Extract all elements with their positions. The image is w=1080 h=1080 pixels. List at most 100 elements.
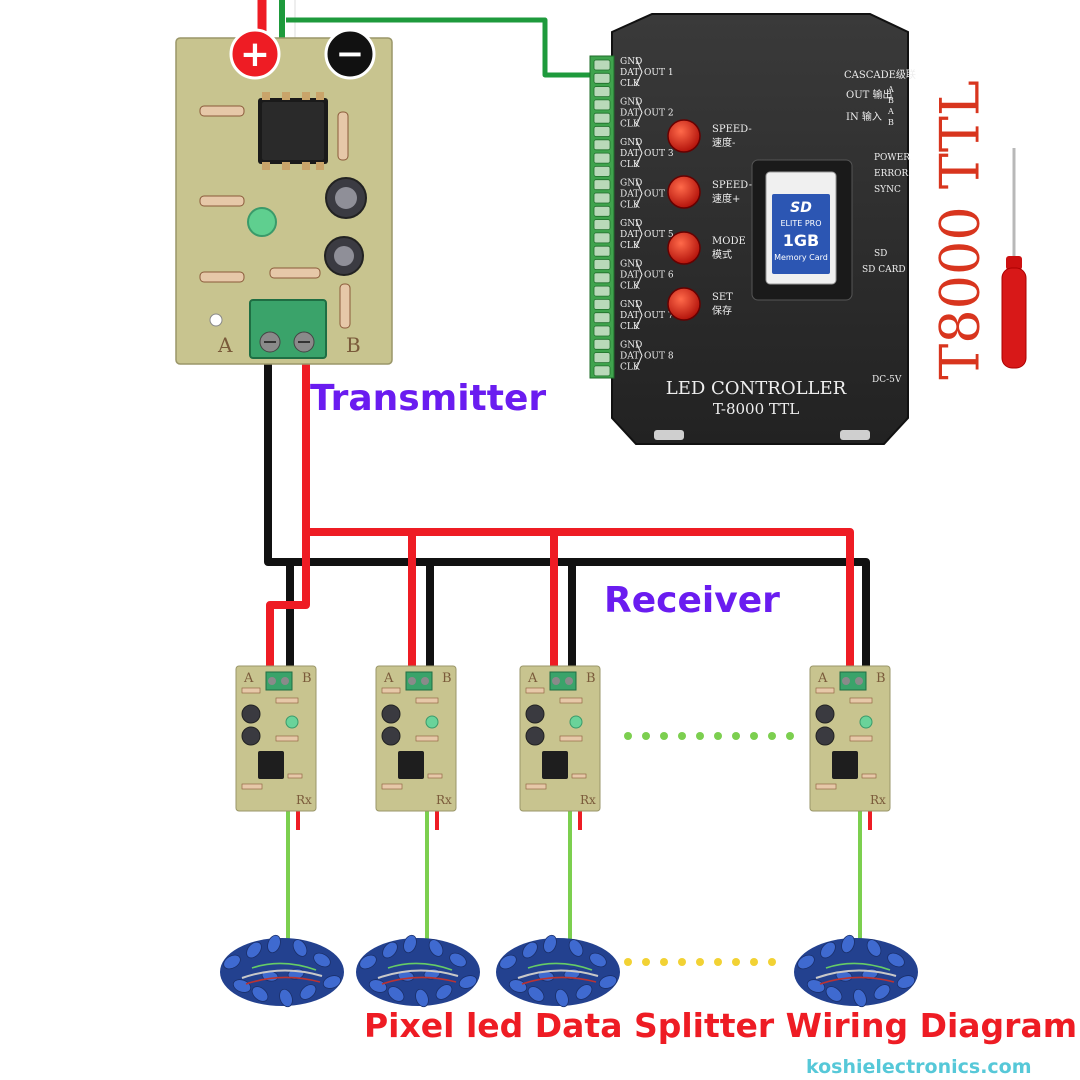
pin-clk-label: CLK [620, 363, 640, 373]
cascade-in-a: A [887, 107, 894, 116]
receiver-board: A B Rx [235, 665, 317, 812]
sd-card: SD ELITE PRO 1GB Memory Card [765, 171, 837, 285]
button-cap[interactable] [667, 175, 701, 209]
pin-clk-label: CLK [620, 160, 640, 170]
bus-a-red [266, 345, 854, 680]
terminal-screw [593, 112, 611, 124]
terminal-screw [593, 285, 611, 297]
terminal-screw [593, 259, 611, 270]
pixel-continuation-dots [624, 958, 776, 966]
terminal-screw [593, 245, 611, 257]
sd-card-slot: SD ELITE PRO 1GB Memory Card [751, 159, 853, 301]
controller-button-speed[interactable]: SPEED+速度+ [667, 175, 757, 209]
pin-clk-label: CLK [620, 201, 640, 211]
receiver-label: Receiver [604, 580, 780, 621]
receiver-pin-a: A [243, 671, 254, 686]
pin-clk-label: CLK [620, 79, 640, 89]
button-cap[interactable] [667, 287, 701, 321]
button-label: 保存 [712, 304, 732, 317]
terminal-screw [593, 179, 611, 191]
pin-clk-label: CLK [620, 282, 640, 292]
receiver-pin-a: A [527, 671, 538, 686]
terminal-screw [593, 352, 611, 364]
svg-text:Memory Card: Memory Card [774, 253, 828, 262]
pin-gnd-label: GND [620, 260, 642, 270]
output-bracket [635, 260, 643, 289]
minus-terminal-icon: − [324, 28, 376, 80]
terminal-screw [593, 205, 611, 217]
terminal-screw [593, 298, 611, 310]
terminal-screw [593, 72, 611, 84]
receiver-pin-b: B [586, 671, 596, 686]
receiver-pin-b: B [876, 671, 886, 686]
pin-dat-label: DAT [620, 109, 639, 119]
sd-label: SD [874, 249, 887, 259]
receiver-board: A B Rx [375, 665, 457, 812]
output-label: OUT 1 [644, 68, 674, 78]
transmitter-led-icon [247, 207, 277, 237]
pixel-led-string [495, 932, 621, 1010]
pin-dat-label: DAT [620, 230, 639, 240]
button-label: SET [712, 292, 733, 303]
terminal-screw [593, 126, 611, 137]
cascade-out-label: OUT 输出 [846, 88, 892, 101]
receiver-rx: Rx [296, 793, 312, 807]
output-bracket [635, 57, 643, 87]
pin-dat-label: DAT [620, 68, 639, 78]
pin-gnd-label: GND [620, 138, 642, 148]
svg-text:+: + [240, 34, 270, 75]
bus-b-black [264, 345, 870, 680]
terminal-screw [593, 139, 611, 151]
terminal-screw [593, 325, 611, 337]
output-bracket [635, 138, 643, 168]
terminal-screw [593, 272, 611, 284]
status-sync: SYNC [874, 185, 901, 195]
terminal-screw [593, 365, 611, 377]
output-label: OUT 6 [644, 271, 674, 281]
terminal-screw [593, 152, 611, 164]
transmitter-capacitors [324, 177, 367, 276]
pin-gnd-label: GND [620, 57, 642, 67]
receiver-continuation-dots [624, 732, 794, 740]
button-cap[interactable] [667, 119, 701, 153]
terminal-screw [593, 219, 611, 231]
pin-dat-label: DAT [620, 311, 639, 321]
receiver-rx: Rx [870, 793, 886, 807]
pixel-led-string [219, 932, 345, 1010]
receiver-rx: Rx [580, 793, 596, 807]
pin-dat-label: DAT [620, 190, 639, 200]
transmitter-pin-a: A [217, 333, 233, 357]
transmitter-pin-b: B [346, 333, 361, 357]
pin-gnd-label: GND [620, 300, 642, 310]
receiver-pin-b: B [302, 671, 312, 686]
terminal-screw [593, 59, 611, 71]
status-error: ERROR [874, 169, 909, 179]
output-label: OUT 4 [644, 190, 674, 200]
cascade-out-b: B [888, 96, 894, 105]
terminal-screw [593, 165, 611, 177]
controller-button-speed[interactable]: SPEED-速度- [667, 119, 752, 153]
terminal-screw [593, 99, 611, 111]
button-label: SPEED+ [712, 180, 757, 191]
button-label: 速度+ [712, 192, 740, 205]
output-bracket [635, 98, 643, 127]
button-cap[interactable] [667, 231, 701, 265]
svg-text:−: − [336, 34, 365, 74]
pixel-led-string [355, 932, 481, 1010]
svg-text:ELITE PRO: ELITE PRO [780, 219, 821, 228]
receiver-pin-b: B [442, 671, 452, 686]
transmitter-board: + − A B [175, 28, 393, 365]
receiver-board: A B Rx [519, 665, 601, 812]
receiver-pin-a: A [817, 671, 828, 686]
diagram-title: Pixel led Data Splitter Wiring Diagram [364, 1006, 1078, 1045]
output-bracket [635, 219, 643, 249]
